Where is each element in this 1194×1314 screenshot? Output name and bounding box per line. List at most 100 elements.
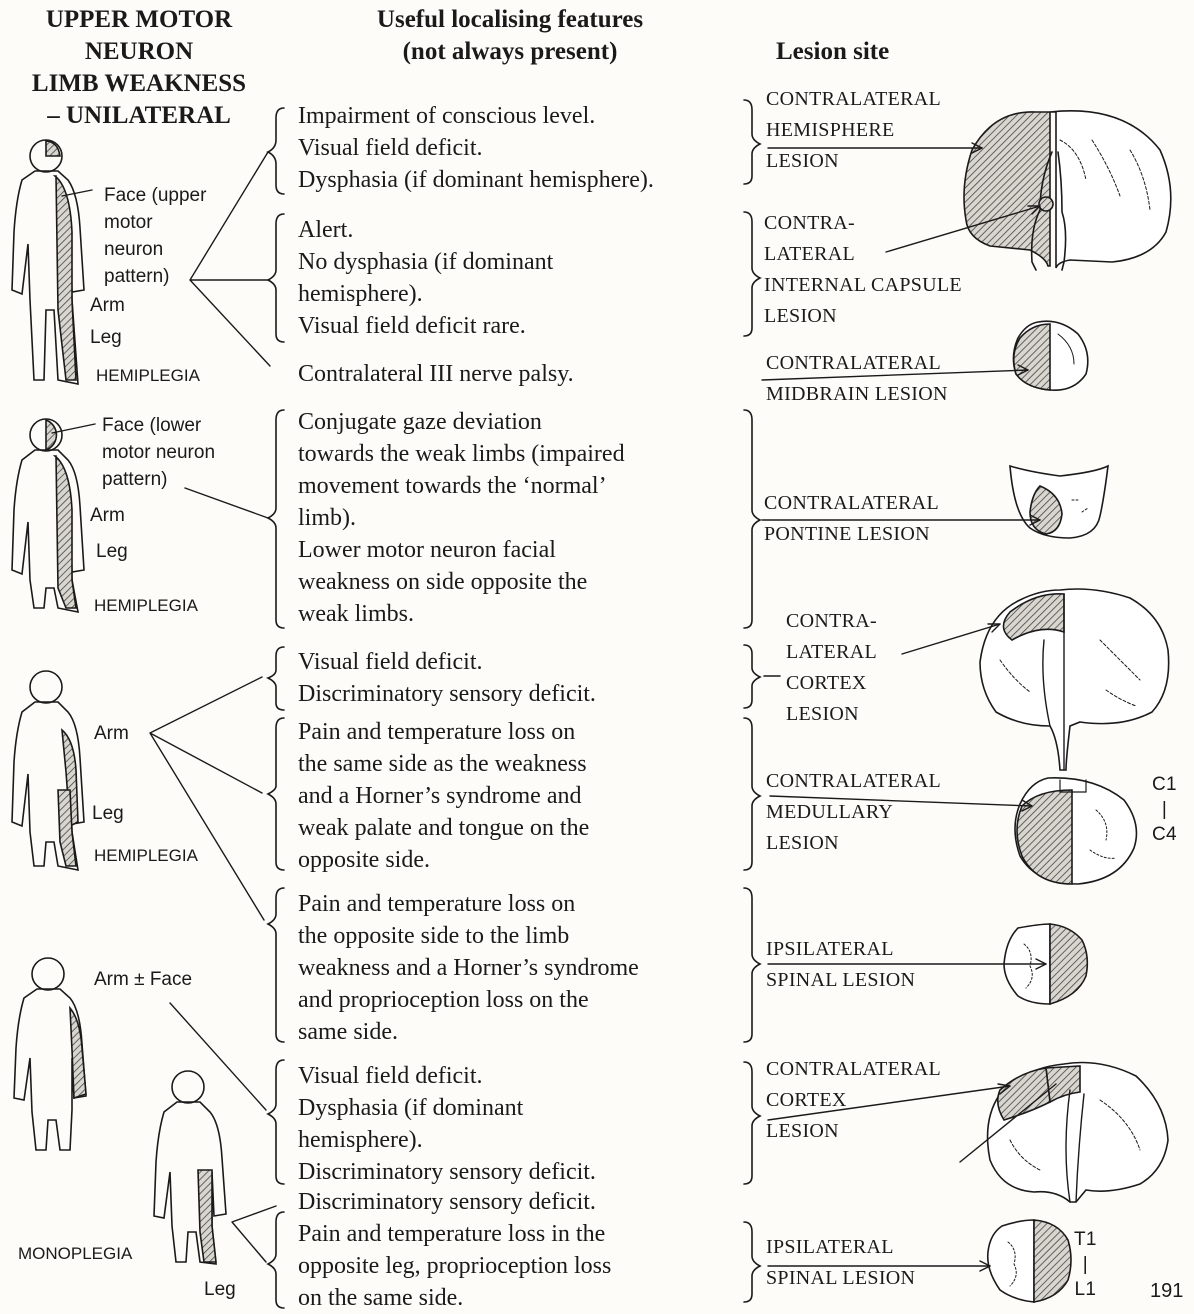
feature-midbrain: Contralateral III nerve palsy. bbox=[298, 358, 574, 390]
site-line: LESION bbox=[764, 301, 962, 332]
feature-line: towards the weak limbs (impaired bbox=[298, 438, 625, 470]
site-line: CONTRALATERAL bbox=[766, 84, 941, 115]
feature-line: limb). bbox=[298, 502, 625, 534]
figure-2-face-label: Face (lower motor neuron pattern) bbox=[102, 412, 215, 493]
feature-group-medullary: Pain and temperature loss on the same si… bbox=[298, 716, 589, 876]
level-label: | bbox=[1074, 1254, 1097, 1276]
site-spinal-leg: IPSILATERAL SPINAL LESION bbox=[766, 1232, 915, 1294]
figure-4-arm-face-label: Arm ± Face bbox=[94, 966, 192, 993]
body-figure-3 bbox=[12, 671, 84, 870]
medulla-section bbox=[1015, 778, 1136, 884]
title-line: NEURON bbox=[8, 36, 270, 68]
heading-line: Useful localising features bbox=[300, 4, 720, 36]
figure-3-arm-label: Arm bbox=[94, 720, 129, 747]
feature-group-internal-capsule: Alert. No dysphasia (if dominant hemisph… bbox=[298, 214, 553, 342]
feature-leg-cortex: Discriminatory sensory deficit. bbox=[298, 1186, 596, 1218]
feature-line: No dysphasia (if dominant bbox=[298, 246, 553, 278]
feature-line: Visual field deficit rare. bbox=[298, 310, 553, 342]
pons-section bbox=[1010, 466, 1108, 538]
site-line: SPINAL LESION bbox=[766, 1263, 915, 1294]
site-line: IPSILATERAL bbox=[766, 934, 915, 965]
coronal-brain-2 bbox=[980, 589, 1169, 770]
feature-line: Conjugate gaze deviation bbox=[298, 406, 625, 438]
site-spinal-cervical: IPSILATERAL SPINAL LESION bbox=[766, 934, 915, 996]
midbrain-section bbox=[1013, 321, 1087, 390]
feature-line: and proprioception loss on the bbox=[298, 984, 639, 1016]
figure-1-arm-label: Arm bbox=[90, 292, 125, 319]
site-line: MIDBRAIN LESION bbox=[766, 379, 948, 410]
site-line: INTERNAL CAPSULE bbox=[764, 270, 962, 301]
site-line: MEDULLARY bbox=[766, 797, 941, 828]
figure-2-caption: HEMIPLEGIA bbox=[94, 592, 198, 619]
figure-3-leg-label: Leg bbox=[92, 800, 124, 827]
feature-line: Pain and temperature loss in the bbox=[298, 1218, 611, 1250]
feature-line: movement towards the ‘normal’ bbox=[298, 470, 625, 502]
site-line: CONTRALATERAL bbox=[766, 348, 948, 379]
site-line: LESION bbox=[786, 699, 877, 730]
heading-line: (not always present) bbox=[300, 36, 720, 68]
title-line: LIMB WEAKNESS bbox=[8, 68, 270, 100]
feature-line: hemisphere). bbox=[298, 278, 553, 310]
feature-line: weakness on side opposite the bbox=[298, 566, 625, 598]
level-label: C4 bbox=[1152, 820, 1177, 850]
site-line: PONTINE LESION bbox=[764, 519, 939, 550]
site-cortex: CONTRA- LATERAL CORTEX LESION bbox=[786, 606, 877, 730]
feature-line: weak palate and tongue on the bbox=[298, 812, 589, 844]
label-line: pattern) bbox=[104, 263, 206, 290]
label-line: motor neuron bbox=[102, 439, 215, 466]
feature-line: Pain and temperature loss on bbox=[298, 716, 589, 748]
feature-line: Discriminatory sensory deficit. bbox=[298, 1156, 596, 1188]
feature-line: same side. bbox=[298, 1016, 639, 1048]
level-label: L1 bbox=[1074, 1276, 1097, 1304]
body-figure-1 bbox=[12, 140, 84, 384]
site-line: LESION bbox=[766, 1116, 941, 1147]
feature-line: Alert. bbox=[298, 214, 553, 246]
site-internal-capsule: CONTRA- LATERAL INTERNAL CAPSULE LESION bbox=[764, 208, 962, 332]
medullary-level-range: C1 | C4 bbox=[1152, 770, 1177, 850]
figure-5-caption: MONOPLEGIA bbox=[18, 1240, 132, 1267]
level-label: T1 bbox=[1074, 1226, 1097, 1254]
feature-line: weakness and a Horner’s syndrome bbox=[298, 952, 639, 984]
figure-2-leg-label: Leg bbox=[96, 538, 128, 565]
feature-line: hemisphere). bbox=[298, 1124, 596, 1156]
figure-1-leg-label: Leg bbox=[90, 324, 122, 351]
features-column-heading: Useful localising features (not always p… bbox=[300, 4, 720, 68]
feature-line: Dysphasia (if dominant bbox=[298, 1092, 596, 1124]
feature-line: opposite leg, proprioception loss bbox=[298, 1250, 611, 1282]
label-line: Face (upper bbox=[104, 182, 206, 209]
site-cortex-monoplegia: CONTRALATERAL CORTEX LESION bbox=[766, 1054, 941, 1147]
site-line: LATERAL bbox=[786, 637, 877, 668]
title-line: UPPER MOTOR bbox=[8, 4, 270, 36]
figure-1-caption: HEMIPLEGIA bbox=[96, 362, 200, 389]
figure-1-face-label: Face (upper motor neuron pattern) bbox=[104, 182, 206, 290]
feature-line: Impairment of conscious level. bbox=[298, 100, 654, 132]
feature-group-spinal-cervical: Pain and temperature loss on the opposit… bbox=[298, 888, 639, 1048]
feature-line: Visual field deficit. bbox=[298, 646, 596, 678]
feature-line: the opposite side to the limb bbox=[298, 920, 639, 952]
lesion-site-heading: Lesion site bbox=[776, 36, 889, 68]
spinal-cord-section-2 bbox=[988, 1220, 1071, 1302]
site-line: CONTRALATERAL bbox=[766, 766, 941, 797]
body-figure-2 bbox=[12, 419, 84, 612]
level-label: | bbox=[1152, 800, 1177, 820]
site-midbrain: CONTRALATERAL MIDBRAIN LESION bbox=[766, 348, 948, 410]
site-line: HEMISPHERE bbox=[766, 115, 941, 146]
site-line: IPSILATERAL bbox=[766, 1232, 915, 1263]
site-hemisphere: CONTRALATERAL HEMISPHERE LESION bbox=[766, 84, 941, 177]
feature-line: Dysphasia (if dominant hemisphere). bbox=[298, 164, 654, 196]
feature-line: the same side as the weakness bbox=[298, 748, 589, 780]
feature-line: Visual field deficit. bbox=[298, 132, 654, 164]
site-line: LESION bbox=[766, 146, 941, 177]
feature-group-cortex-monoplegia: Visual field deficit. Dysphasia (if domi… bbox=[298, 1060, 596, 1188]
feature-line: weak limbs. bbox=[298, 598, 625, 630]
feature-group-pontine: Conjugate gaze deviation towards the wea… bbox=[298, 406, 625, 630]
feature-group-hemisphere: Impairment of conscious level. Visual fi… bbox=[298, 100, 654, 196]
feature-line: Visual field deficit. bbox=[298, 1060, 596, 1092]
site-line: CONTRA- bbox=[764, 208, 962, 239]
page-number: 191 bbox=[1150, 1280, 1183, 1303]
feature-line: Lower motor neuron facial bbox=[298, 534, 625, 566]
title-line: – UNILATERAL bbox=[8, 100, 270, 132]
feature-line: Pain and temperature loss on bbox=[298, 888, 639, 920]
label-line: Face (lower bbox=[102, 412, 215, 439]
site-line: LESION bbox=[766, 828, 941, 859]
